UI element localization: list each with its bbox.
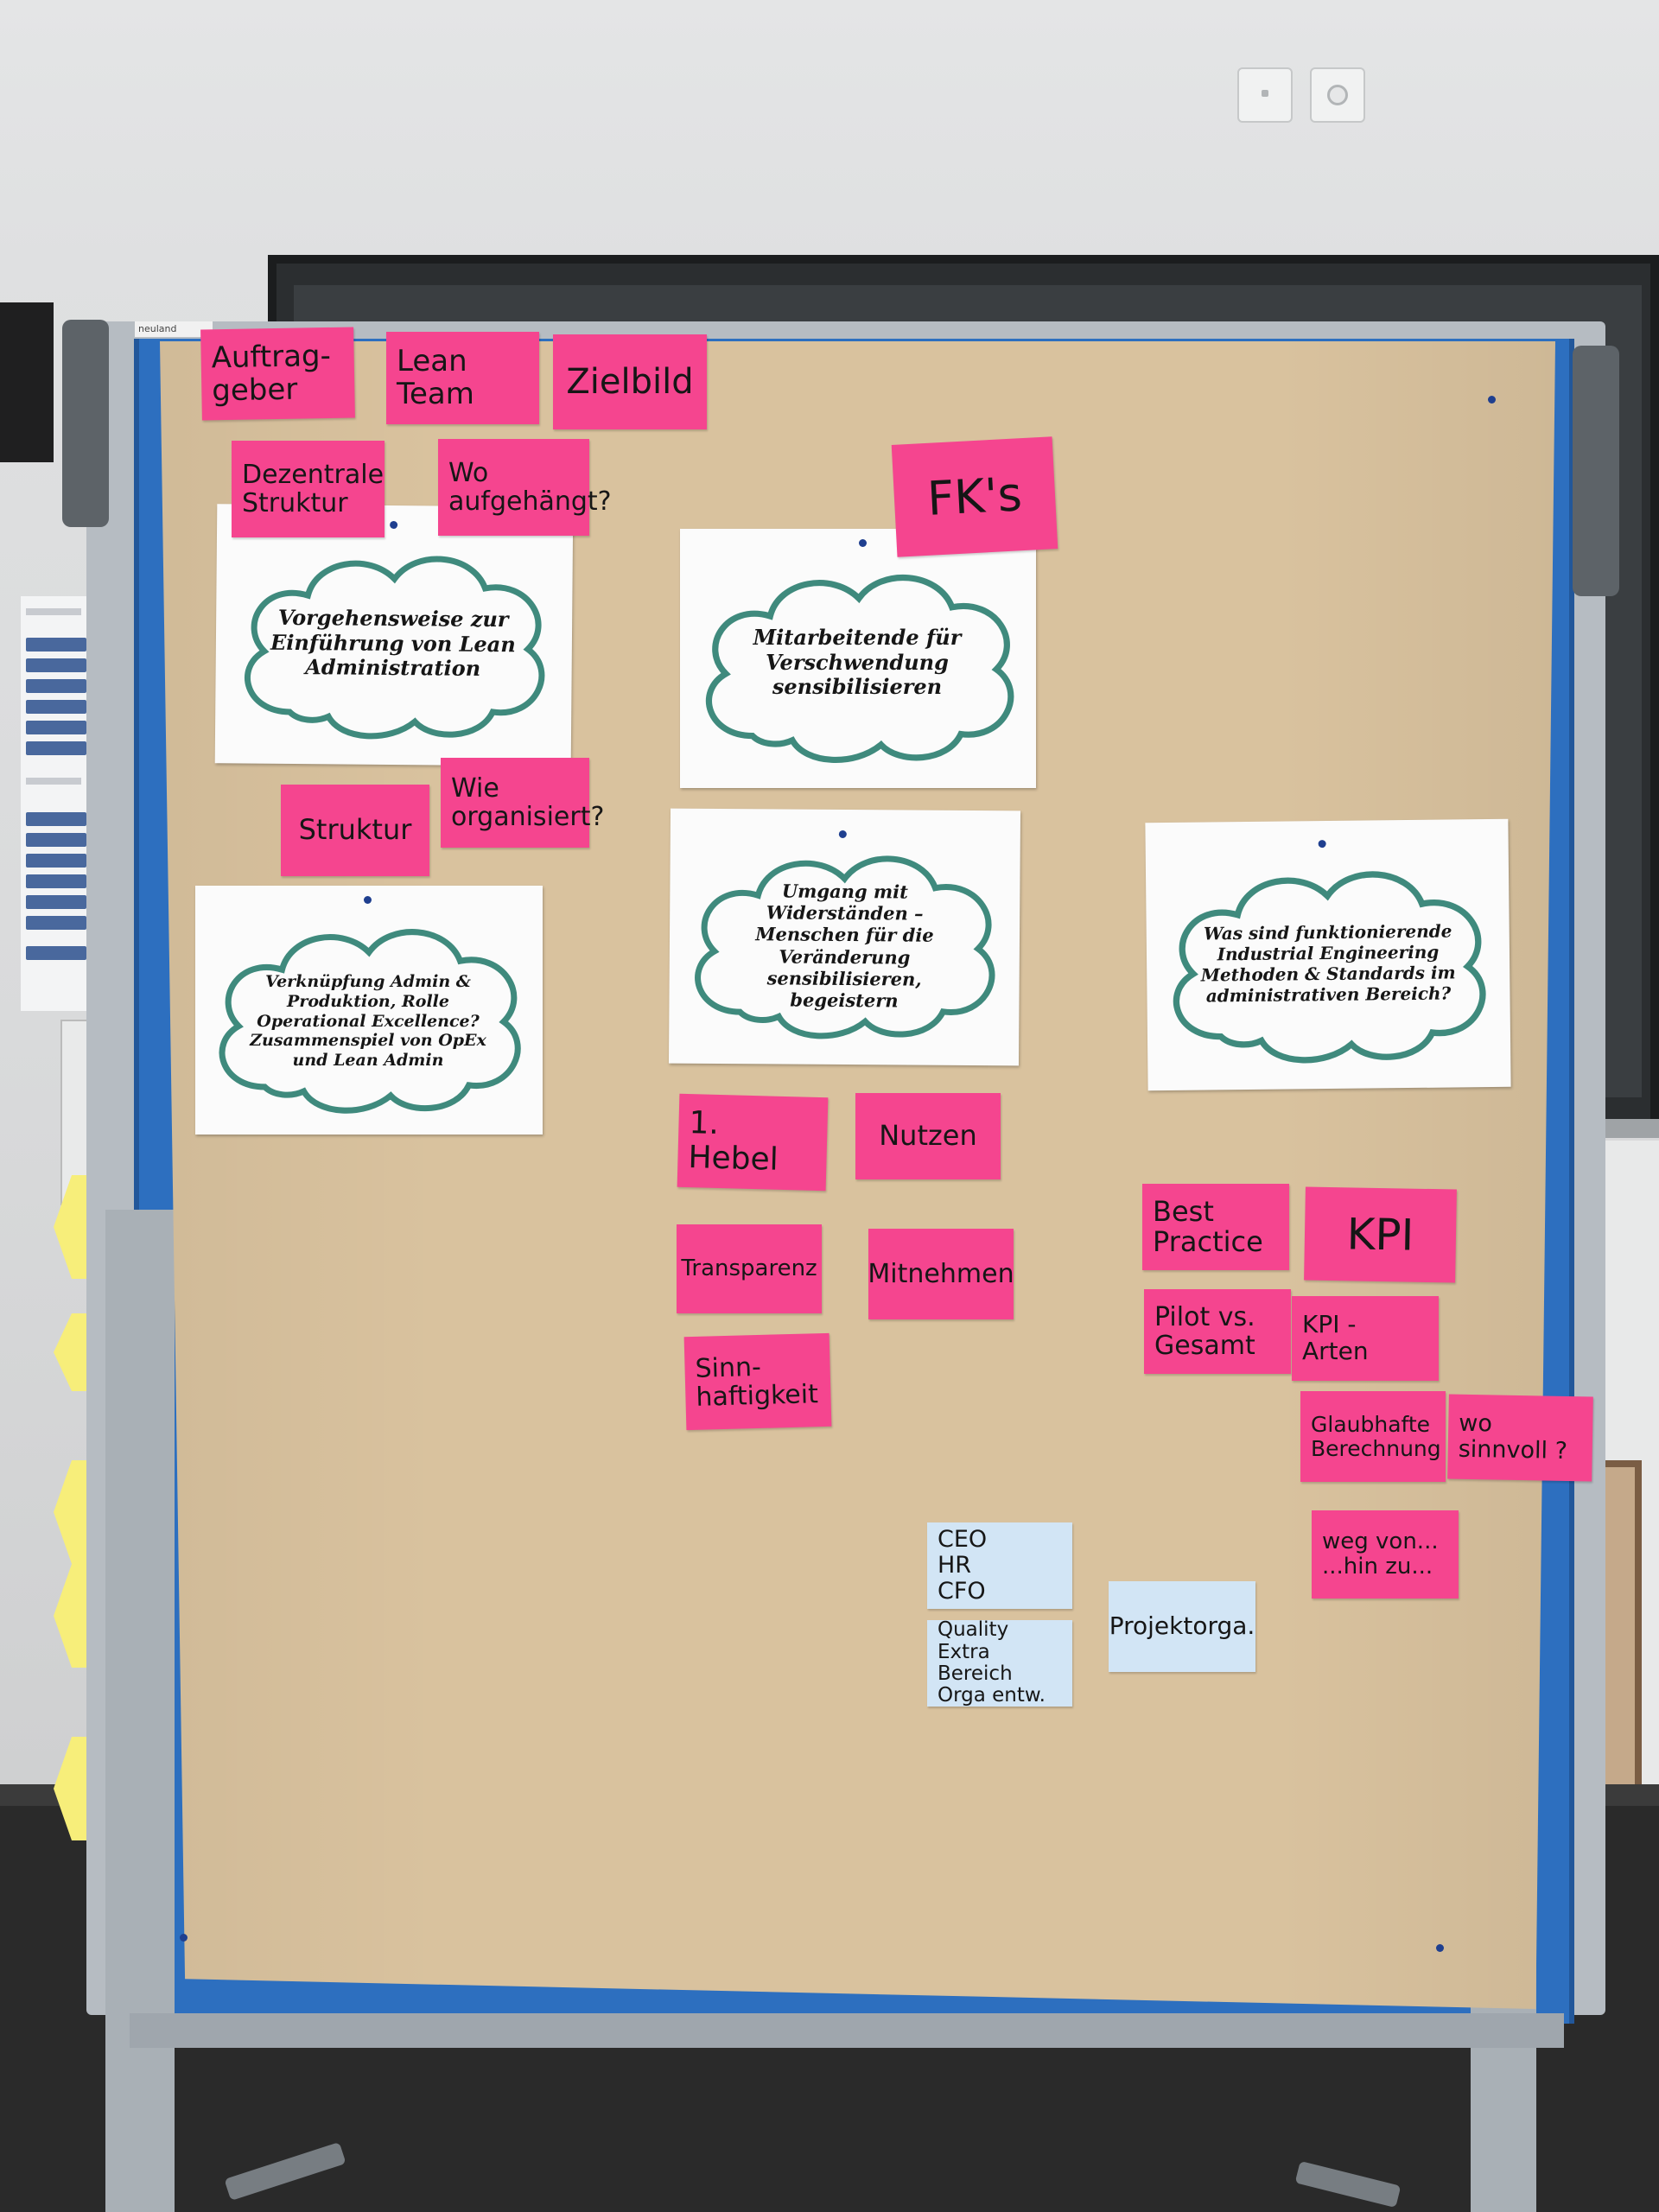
pin-icon bbox=[364, 896, 372, 904]
sticky-note: Quality Extra Bereich Orga entw. bbox=[927, 1619, 1072, 1707]
sticky-note: Auftrag- geber bbox=[200, 327, 355, 421]
light-switch bbox=[1237, 67, 1293, 123]
sticky-note: FK's bbox=[891, 436, 1058, 557]
card-text: Umgang mit Widerständen – Menschen für d… bbox=[755, 880, 934, 1012]
board-clamp-left bbox=[62, 320, 109, 527]
sticky-note: Pilot vs. Gesamt bbox=[1144, 1289, 1291, 1374]
cloud-shape bbox=[245, 556, 545, 740]
sticky-note: KPI - Arten bbox=[1292, 1296, 1439, 1381]
sticky-note: Dezentrale Struktur bbox=[232, 441, 385, 537]
pin-icon bbox=[180, 1934, 188, 1942]
card-text: Was sind funktionierende Industrial Engi… bbox=[1200, 920, 1456, 1007]
topic-card: Umgang mit Widerständen – Menschen für d… bbox=[668, 808, 1021, 1066]
cloud-shape bbox=[695, 855, 995, 1039]
topic-card: Verknüpfung Admin & Produktion, Rolle Op… bbox=[195, 886, 543, 1135]
sticky-note: CEO HR CFO bbox=[927, 1522, 1072, 1609]
sticky-note: Zielbild bbox=[553, 334, 707, 429]
sticky-note: wo sinnvoll ? bbox=[1447, 1394, 1593, 1482]
card-text: Mitarbeitende für Verschwendung sensibil… bbox=[753, 624, 962, 700]
sticky-note: Lean Team bbox=[386, 332, 539, 424]
sticky-note: KPI bbox=[1304, 1186, 1457, 1283]
board-bottom-rail bbox=[130, 2013, 1564, 2048]
cloud-shape bbox=[705, 574, 1014, 763]
power-outlet bbox=[1310, 67, 1365, 123]
camera-device bbox=[0, 302, 54, 462]
sticky-note: Struktur bbox=[281, 785, 429, 876]
pin-icon bbox=[390, 520, 398, 530]
cloud-shape bbox=[219, 929, 521, 1114]
sticky-note: 1. Hebel bbox=[677, 1093, 829, 1192]
pin-icon bbox=[1436, 1944, 1444, 1952]
pin-icon bbox=[1488, 396, 1496, 404]
sticky-note: Sinn- haftigkeit bbox=[683, 1332, 832, 1431]
sticky-note: weg von... ...hin zu... bbox=[1312, 1510, 1459, 1599]
card-text: Vorgehensweise zur Einführung von Lean A… bbox=[270, 604, 516, 682]
sticky-note: Mitnehmen bbox=[868, 1229, 1014, 1319]
brand-label: neuland bbox=[135, 321, 213, 337]
pin-icon bbox=[859, 539, 867, 547]
topic-card: Mitarbeitende für Verschwendung sensibil… bbox=[680, 529, 1036, 788]
sticky-note: Wie organisiert? bbox=[441, 758, 604, 848]
board-leg-left bbox=[105, 1210, 175, 2212]
wall-poster bbox=[21, 596, 93, 1011]
pin-icon bbox=[1318, 840, 1326, 849]
sticky-note: Glaubhafte Berechnung bbox=[1300, 1391, 1446, 1482]
sticky-note: Projektorga. bbox=[1109, 1581, 1255, 1672]
board-clamp-right bbox=[1573, 346, 1619, 596]
card-text: Verknüpfung Admin & Produktion, Rolle Op… bbox=[250, 972, 486, 1071]
topic-card: Was sind funktionierende Industrial Engi… bbox=[1145, 818, 1511, 1091]
topic-card: Vorgehensweise zur Einführung von Lean A… bbox=[214, 504, 574, 766]
sticky-note: Transparenz bbox=[677, 1224, 822, 1313]
sticky-note: Wo aufgehängt? bbox=[438, 439, 612, 536]
sticky-note: Best Practice bbox=[1142, 1184, 1289, 1270]
sticky-note: Nutzen bbox=[855, 1093, 1001, 1179]
cloud-shape bbox=[1173, 871, 1486, 1064]
